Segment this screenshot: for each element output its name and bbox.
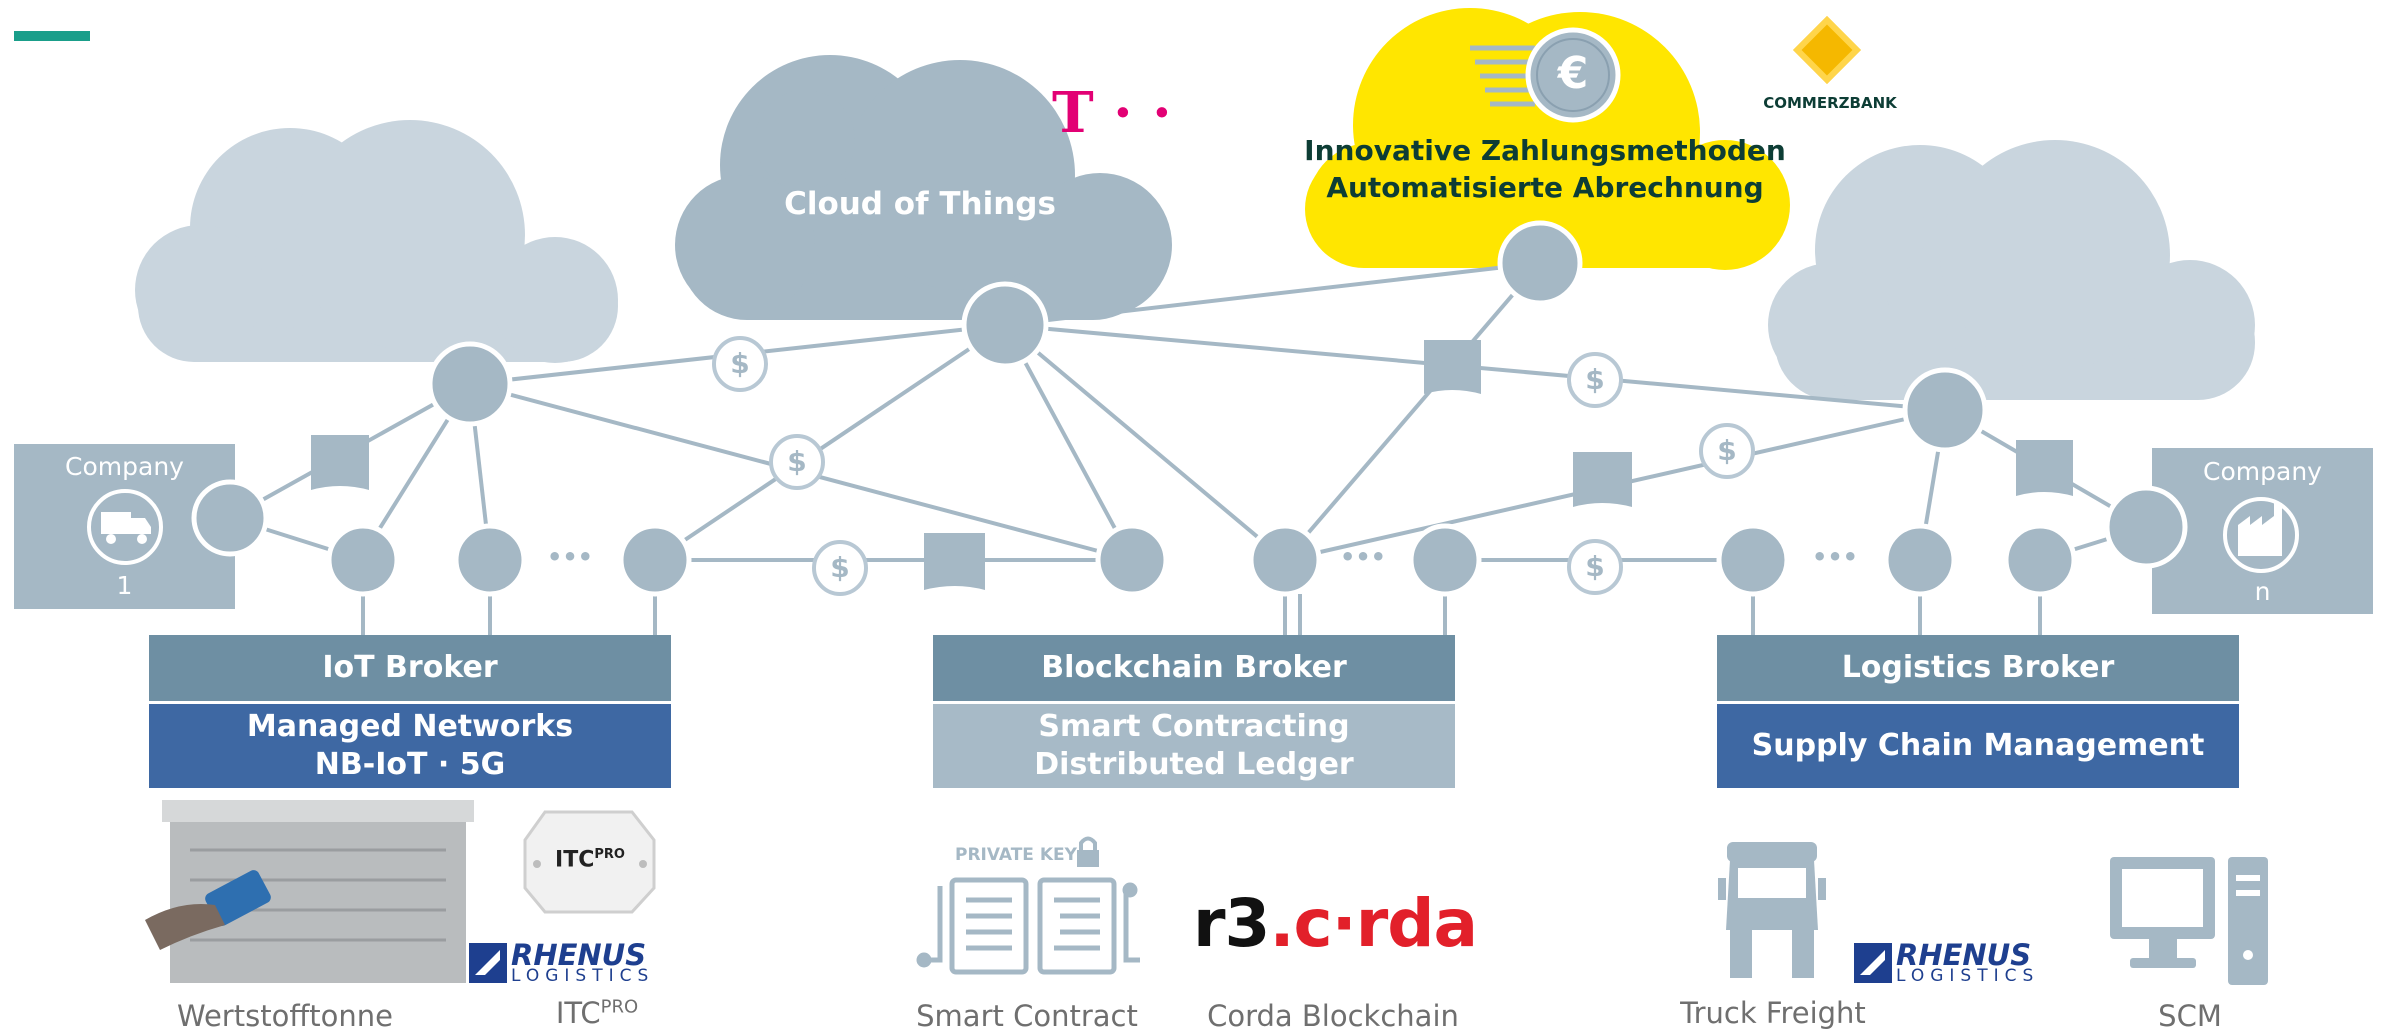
dollar-label-3: $	[830, 551, 850, 584]
corda-wordmark: .c·rda	[1269, 885, 1478, 962]
caption-smart-contract: Smart Contract	[916, 999, 1138, 1033]
node-company-right	[2104, 485, 2188, 569]
network-nodes	[191, 220, 2188, 597]
logistics-broker-line1: Supply Chain Management	[1751, 728, 2205, 763]
caption-wertstofftonne: Wertstofftonne	[176, 999, 394, 1033]
rhenus-logo-left	[469, 943, 507, 983]
euro-symbol: €	[1557, 48, 1589, 99]
ellipsis-iot: •••	[546, 543, 594, 571]
itc-device-label: ITCPRO	[540, 847, 640, 872]
iot-broker-line2: NB-IoT · 5G	[314, 747, 506, 782]
rhenus-left-top: RHENUS	[511, 938, 647, 972]
company-left-number: 1	[116, 571, 133, 600]
caption-truck-freight: Truck Freight	[1680, 996, 1866, 1030]
company-right-label: Company	[2203, 457, 2322, 486]
blockchain-broker-title: Blockchain Broker	[1041, 650, 1347, 685]
iot-broker-header	[149, 635, 671, 701]
iot-broker-body	[149, 704, 671, 788]
blockchain-broker-desc: Smart Contracting Distributed Ledger	[933, 704, 1455, 788]
computer-icon	[2110, 857, 2268, 985]
cloud-of-things-label: Cloud of Things	[784, 186, 1056, 222]
dollar-label-6: $	[1585, 550, 1605, 583]
caption-itcpro-sup: PRO	[600, 996, 639, 1018]
dollar-label-4: $	[1585, 363, 1605, 396]
node-company-left	[191, 479, 269, 557]
node-iot-3	[618, 523, 692, 597]
telekom-logo: T · ·	[1052, 80, 1172, 146]
logistics-broker-header	[1717, 635, 2239, 701]
blockchain-broker-line1: Smart Contracting	[1038, 709, 1350, 744]
logistics-broker-title: Logistics Broker	[1841, 650, 2115, 685]
node-log-3	[2003, 523, 2077, 597]
euro-coin-icon	[1470, 27, 1621, 123]
dollar-coin-4	[1567, 352, 1623, 408]
payment-line-1: Innovative Zahlungsmethoden	[1304, 134, 1786, 167]
dollar-coin-6	[1567, 539, 1623, 595]
accent-bar	[14, 31, 90, 41]
dollar-coin-3	[812, 540, 868, 596]
lock-icon	[1077, 836, 1099, 867]
iot-broker-desc: Managed Networks NB-IoT · 5G	[149, 704, 671, 788]
itc-device-text: ITC	[555, 847, 595, 873]
dollar-coins	[712, 336, 1755, 596]
node-log-2	[1883, 523, 1957, 597]
private-key-label: PRIVATE KEY	[955, 845, 1077, 865]
iot-broker-title: IoT Broker	[322, 650, 498, 685]
rhenus-left-bottom: LOGISTICS	[511, 966, 655, 986]
caption-itcpro: ITCPRO	[527, 996, 667, 1030]
cloud-right	[1768, 140, 2255, 400]
node-iot-cloud	[427, 341, 513, 427]
rhenus-right-bottom: LOGISTICS	[1896, 966, 2040, 986]
node-cloud-of-things	[961, 281, 1049, 369]
logistics-broker-body	[1717, 704, 2239, 788]
document-icons	[311, 340, 2073, 590]
node-bc-2	[1248, 523, 1322, 597]
caption-corda-blockchain: Corda Blockchain	[1207, 999, 1459, 1033]
node-log-1	[1716, 523, 1790, 597]
dollar-label-5: $	[1717, 434, 1737, 467]
r3-prefix: r3	[1193, 885, 1270, 962]
commerzbank-logo-text: COMMERZBANK	[1763, 94, 1897, 112]
truck-freight-icon	[1718, 842, 1826, 978]
node-bc-1	[1095, 523, 1169, 597]
itc-device-sup: PRO	[594, 847, 625, 862]
r3-logo: r3.c·rda	[1193, 885, 1483, 962]
caption-scm: SCM	[2158, 999, 2222, 1033]
rhenus-right-top: RHENUS	[1896, 938, 2032, 972]
cloud-of-things	[675, 55, 1172, 320]
ellipsis-blockchain: •••	[1339, 543, 1387, 571]
factory-icon	[2223, 497, 2299, 573]
node-iot-1	[326, 523, 400, 597]
caption-itcpro-text: ITC	[555, 996, 601, 1030]
ellipsis-logistics: •••	[1811, 543, 1859, 571]
wertstofftonne-image	[145, 800, 474, 983]
node-bc-3	[1408, 523, 1482, 597]
truck-icon	[87, 489, 163, 565]
blockchain-broker-line2: Distributed Ledger	[1034, 747, 1354, 782]
dollar-label-1: $	[730, 347, 750, 380]
logistics-broker-desc: Supply Chain Management	[1717, 704, 2239, 788]
iot-broker-line1: Managed Networks	[246, 709, 574, 744]
rhenus-logo-right	[1854, 943, 1892, 983]
company-left-label: Company	[65, 452, 184, 481]
dollar-label-2: $	[787, 445, 807, 478]
dollar-coin-1	[712, 336, 768, 392]
payment-line-2: Automatisierte Abrechnung	[1326, 171, 1764, 204]
dollar-coin-5	[1699, 423, 1755, 479]
dollar-coin-2	[769, 434, 825, 490]
smart-contract-icon	[916, 877, 1140, 975]
node-iot-2	[453, 523, 527, 597]
itc-device	[523, 810, 656, 914]
cloud-left	[135, 120, 618, 363]
blockchain-broker-header	[933, 635, 1455, 701]
node-logistics-cloud	[1902, 367, 1988, 453]
company-right-number: n	[2254, 577, 2271, 606]
blockchain-broker-body	[933, 704, 1455, 788]
node-payment	[1497, 220, 1583, 306]
